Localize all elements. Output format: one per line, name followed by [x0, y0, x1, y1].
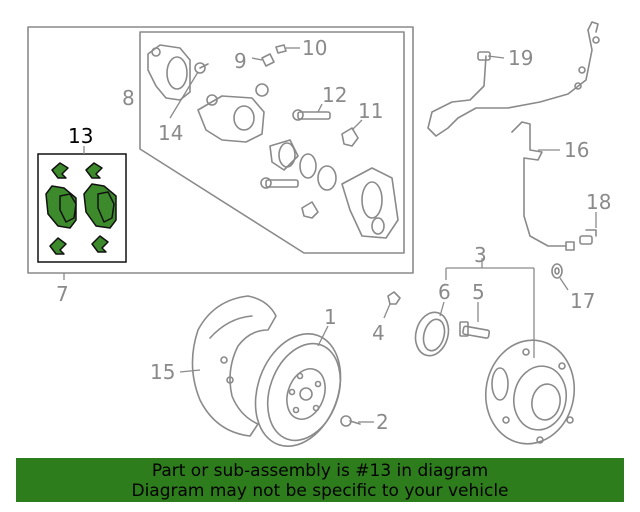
- hub-mounting-bolt: [459, 321, 491, 339]
- leader-12: [317, 103, 323, 113]
- callout-18: 18: [586, 190, 611, 214]
- rotor-screw: [340, 415, 361, 427]
- callout-1: 1: [324, 305, 337, 329]
- brake-rotor: [254, 333, 342, 447]
- parts-diagram: 1 2 3 4 5 6 7 8 9 10 11 12 13 14 15 16 1…: [27, 21, 611, 447]
- callout-8: 8: [122, 86, 135, 110]
- hose-bolt: [579, 229, 597, 245]
- hub-bearing-assembly: [484, 339, 576, 445]
- banner-line-disclaimer: Diagram may not be specific to your vehi…: [131, 481, 509, 501]
- callout-4: 4: [372, 321, 385, 345]
- caliper-housing: [147, 44, 191, 101]
- callout-17: 17: [570, 289, 595, 313]
- callout-2: 2: [376, 410, 389, 434]
- caliper-subassembly-frame: [139, 31, 405, 254]
- leader-11: [351, 119, 363, 131]
- leader-1: [317, 325, 329, 347]
- bleeder-cap: [261, 53, 275, 67]
- callout-11: 11: [358, 99, 383, 123]
- callout-19: 19: [508, 46, 533, 70]
- callout-14: 14: [158, 121, 183, 145]
- leader-14: [169, 71, 199, 119]
- callout-3: 3: [474, 243, 487, 267]
- brake-hose: [511, 121, 575, 251]
- callout-12: 12: [322, 83, 347, 107]
- caliper-piston: [269, 139, 299, 171]
- callout-13: 13: [68, 124, 93, 148]
- caliper-carrier: [341, 167, 399, 239]
- callout-7: 7: [56, 282, 69, 306]
- wheel-speed-sensor: [427, 21, 600, 137]
- guide-pin-boot-lower: [301, 201, 319, 219]
- copper-washer: [551, 263, 563, 279]
- hub-bolt: [387, 291, 401, 305]
- guide-pin-boot: [341, 127, 359, 147]
- leader-6: [439, 301, 445, 317]
- banner-line-part: Part or sub-assembly is #13 in diagram: [151, 461, 489, 481]
- callout-15: 15: [150, 360, 175, 384]
- leader-4: [383, 303, 391, 319]
- brake-pad-kit: [45, 162, 117, 255]
- part-info-banner: Part or sub-assembly is #13 in diagram D…: [16, 458, 624, 502]
- caliper-bracket: [197, 83, 269, 143]
- leader-19: [487, 55, 505, 59]
- callout-5: 5: [472, 280, 485, 304]
- caliper-assembly-frame: [27, 26, 414, 274]
- callout-16: 16: [564, 138, 589, 162]
- guide-bolt-upper: [292, 109, 331, 121]
- leader-17: [559, 277, 569, 291]
- piston-boot: [317, 165, 337, 191]
- piston-seal: [299, 153, 317, 179]
- leader-15: [179, 369, 201, 373]
- dust-shield: [191, 295, 277, 437]
- leader-9: [251, 57, 263, 61]
- guide-bolt-lower: [260, 177, 299, 189]
- caliper-fitting: [275, 44, 287, 54]
- callout-9: 9: [234, 49, 247, 73]
- callout-10: 10: [302, 36, 327, 60]
- sensor-ring: [414, 311, 450, 357]
- bleeder-screw: [194, 62, 209, 74]
- callout-6: 6: [438, 280, 451, 304]
